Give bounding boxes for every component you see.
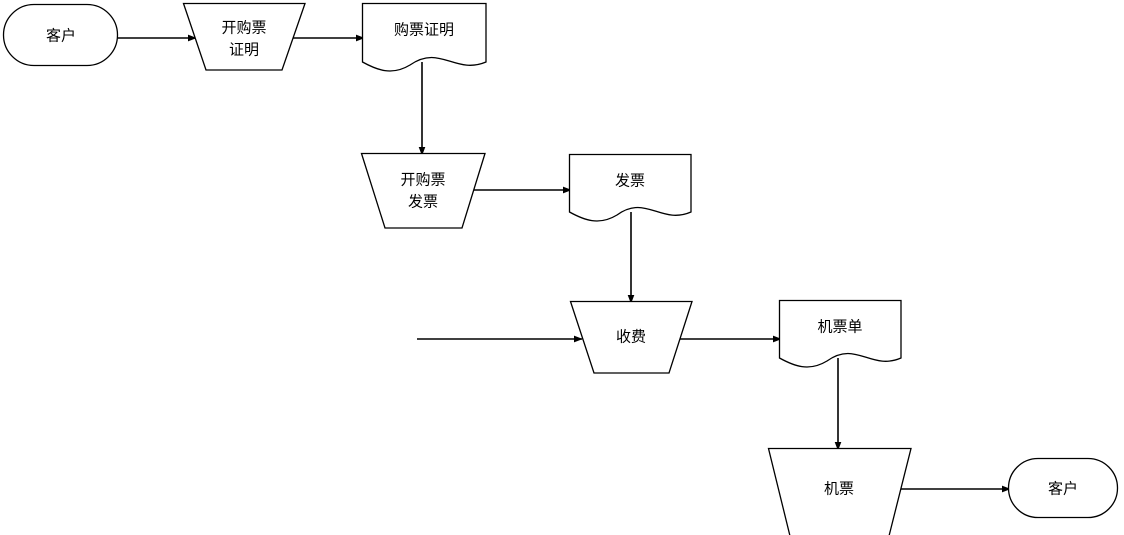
node-issue-purchase-invoice[interactable]: 开购票 发票 [360,152,486,229]
ticket-order-doc-label: 机票单 [817,318,862,336]
issue-purchase-proof-label-line1: 开购票 [221,19,266,37]
invoice-doc-shape [568,153,692,222]
purchase-proof-doc-shape [361,2,487,72]
air-ticket-shape [767,447,912,535]
node-customer-start[interactable]: 客户 [2,3,119,67]
issue-purchase-invoice-label-line1: 开购票 [400,171,445,189]
charge-fee-label: 收费 [616,328,646,346]
node-issue-purchase-proof[interactable]: 开购票 证明 [182,2,306,71]
charge-fee-shape [569,300,693,374]
issue-purchase-proof-label-line2: 证明 [229,41,259,59]
node-air-ticket[interactable]: 机票 [767,447,912,535]
customer-start-shape [2,3,119,67]
customer-end-label: 客户 [1048,480,1078,498]
issue-purchase-invoice-shape [360,152,486,229]
purchase-proof-doc-label: 购票证明 [394,21,454,39]
node-purchase-proof-doc[interactable]: 购票证明 [361,2,487,72]
node-invoice-doc[interactable]: 发票 [568,153,692,222]
customer-start-label: 客户 [46,27,76,45]
air-ticket-label: 机票 [824,480,854,498]
invoice-doc-label: 发票 [615,172,645,190]
node-customer-end[interactable]: 客户 [1007,457,1119,519]
ticket-order-doc-shape [778,299,902,368]
node-charge-fee[interactable]: 收费 [569,300,693,374]
customer-end-shape [1007,457,1119,519]
issue-purchase-proof-shape [182,2,306,71]
issue-purchase-invoice-label-line2: 发票 [408,193,438,211]
node-ticket-order-doc[interactable]: 机票单 [778,299,902,368]
